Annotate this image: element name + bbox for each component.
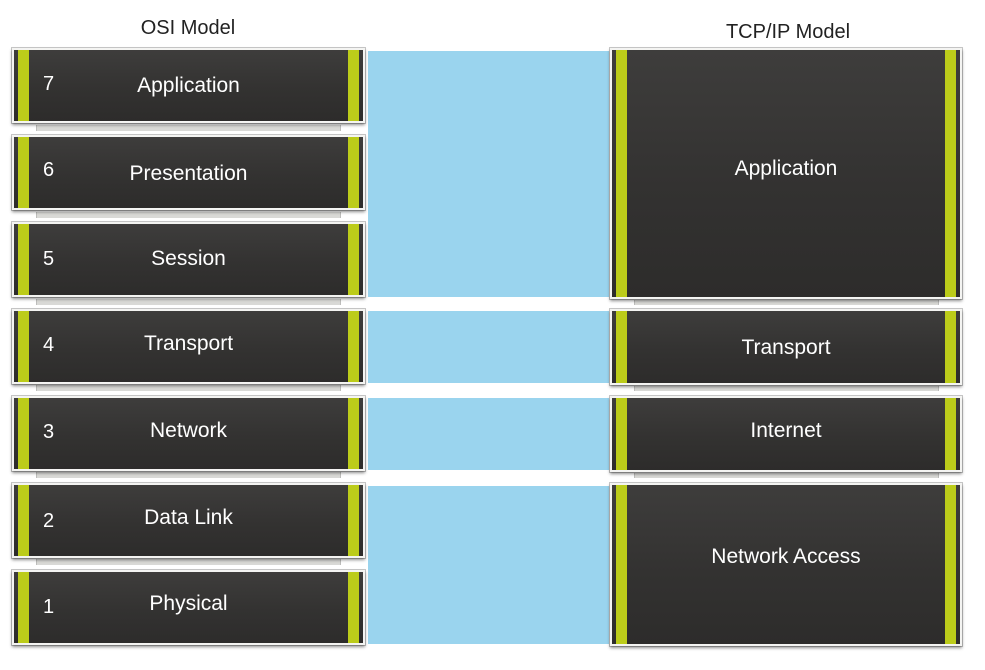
osi-layer-label: Network	[149, 419, 228, 442]
tcpip-layer-label: Network Access	[711, 545, 861, 568]
osi-layer-label: Data Link	[144, 506, 233, 529]
osi-layer-label: Presentation	[129, 162, 248, 185]
osi-stub	[36, 125, 341, 131]
osi-layer-physical: 1 Physical	[12, 570, 365, 645]
osi-layer-number: 3	[43, 421, 55, 443]
tcpip-model-title: TCP/IP Model	[725, 21, 851, 43]
tcpip-layer-label: Internet	[750, 419, 822, 442]
tcpip-layer-network-access: Network Access	[610, 483, 962, 646]
osi-layer-label: Session	[151, 247, 226, 270]
osi-stub	[36, 472, 341, 478]
osi-layer-number: 6	[43, 159, 55, 181]
osi-layer-label: Physical	[149, 592, 228, 615]
connector-application	[368, 51, 610, 297]
osi-layer-network: 3 Network	[12, 396, 365, 471]
osi-layer-number: 5	[43, 248, 55, 270]
connector-internet	[368, 398, 610, 470]
osi-layer-number: 7	[43, 73, 55, 95]
osi-layer-session: 5 Session	[12, 222, 365, 297]
osi-layer-data-link: 2 Data Link	[12, 483, 365, 558]
osi-stub	[36, 299, 341, 305]
tcpip-layer-transport: Transport	[610, 309, 962, 385]
osi-layer-number: 2	[43, 510, 55, 532]
connector-network-access	[368, 486, 610, 644]
tcpip-layer-label: Transport	[741, 336, 831, 359]
osi-layer-transport: 4 Transport	[12, 309, 365, 384]
osi-layer-presentation: 6 Presentation	[12, 135, 365, 210]
connector-transport	[368, 311, 610, 383]
osi-stub	[36, 559, 341, 565]
osi-layer-label: Application	[137, 74, 240, 97]
osi-stub	[36, 385, 341, 391]
osi-layer-number: 4	[43, 334, 55, 356]
tcpip-layer-application: Application	[610, 48, 962, 299]
tcpip-layer-internet: Internet	[610, 396, 962, 472]
tcpip-stub	[634, 385, 939, 391]
tcpip-stub	[634, 299, 939, 305]
osi-layer-label: Transport	[143, 332, 234, 355]
osi-stub	[36, 212, 341, 218]
tcpip-stub	[634, 472, 939, 478]
osi-layer-application: 7 Application	[12, 48, 365, 123]
osi-model-title: OSI Model	[140, 17, 236, 39]
osi-layer-number: 1	[43, 596, 55, 618]
tcpip-layer-label: Application	[734, 157, 838, 180]
